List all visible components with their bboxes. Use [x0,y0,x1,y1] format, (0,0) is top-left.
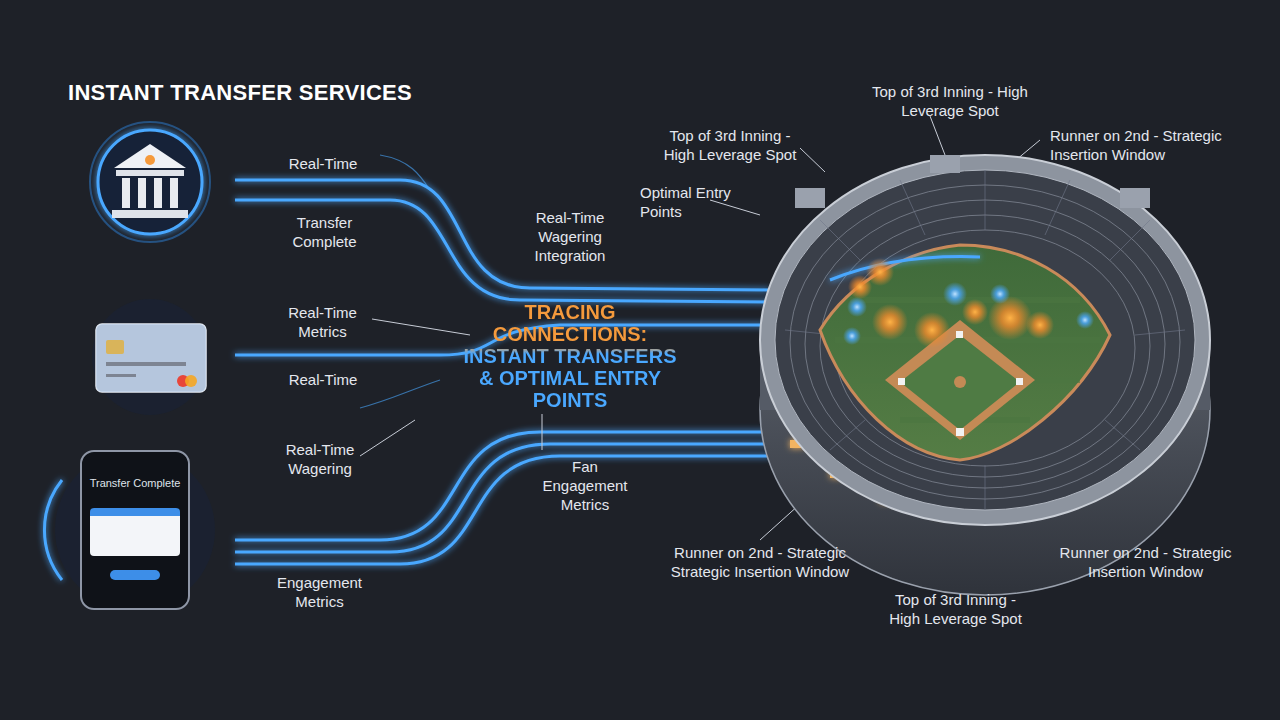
phone-device: Transfer Complete [80,450,190,610]
annotation-label: Top of 3rd Inning - High Leverage Spot [655,126,805,164]
card-icon [92,299,208,415]
center-heading: TRACING CONNECTIONS: INSTANT TRANSFERS &… [455,301,685,411]
screen-text: Transfer Complete [88,476,182,490]
screen-card [90,508,180,556]
flow-threads [360,155,440,408]
stadium-illustration [760,155,1210,595]
annotation-label: Real-Time [278,154,368,173]
annotation-label: Top of 3rd Inning - High Leverage Spot [870,82,1030,120]
flow-lines [235,180,770,564]
phone-glow [44,450,215,610]
annotation-label: Real-Time Wagering Integration [520,208,620,265]
screen-button [110,570,160,580]
annotation-label: Real-Time [278,370,368,389]
annotation-label: Fan Engagement Metrics [532,457,638,514]
diagram-title: INSTANT TRANSFER SERVICES [68,80,412,106]
annotation-label: Optimal Entry Points [640,183,750,221]
annotation-label: Runner on 2nd - Strategic Insertion Wind… [1048,543,1243,581]
annotation-label: Top of 3rd Inning - High Leverage Spot [878,590,1033,628]
bank-icon [90,122,210,242]
annotation-label: Transfer Complete [282,213,367,251]
annotation-label: Engagement Metrics [262,573,377,611]
annotation-label: Real-Time Metrics [280,303,365,341]
annotation-label: Runner on 2nd - Strategic Insertion Wind… [1050,126,1260,164]
annotation-label: Runner on 2nd - Strategic Strategic Inse… [650,543,870,581]
annotation-label: Real-Time Wagering [270,440,370,478]
